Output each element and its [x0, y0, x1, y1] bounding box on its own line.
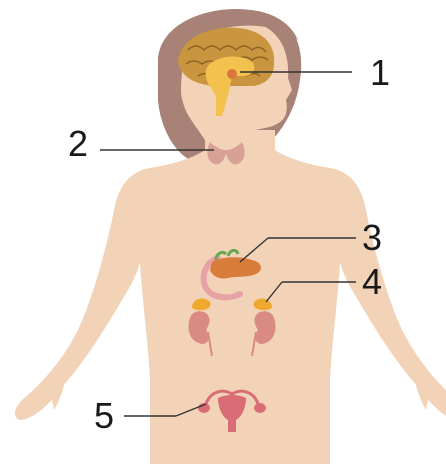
- label-1: 1: [370, 52, 390, 93]
- label-4: 4: [362, 261, 382, 302]
- label-3: 3: [362, 217, 382, 258]
- label-2: 2: [68, 123, 88, 164]
- label-5: 5: [94, 395, 114, 436]
